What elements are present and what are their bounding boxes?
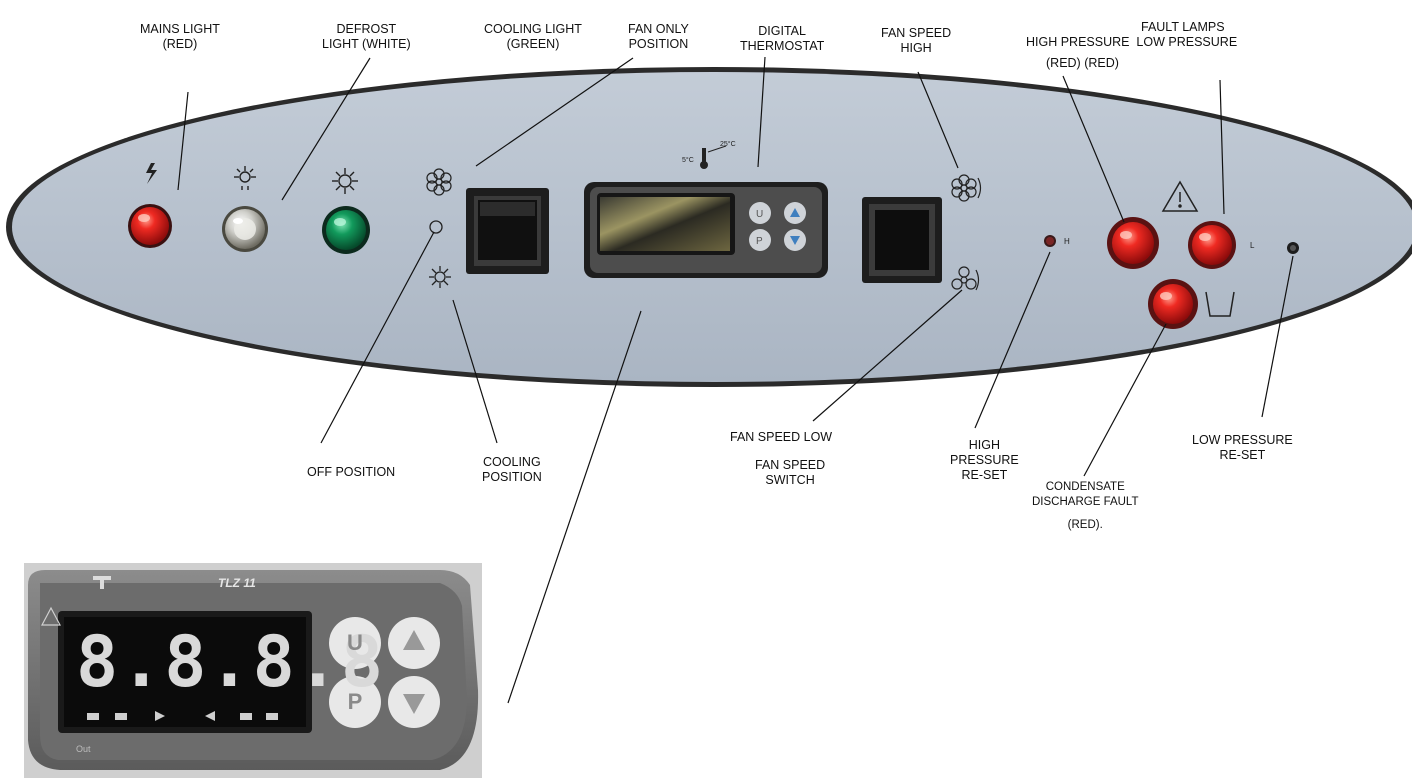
fan-speed-low-label: FAN SPEED LOW: [730, 430, 833, 444]
thermostat-out-label: Out: [76, 744, 91, 754]
high-pressure-reset-button: [1044, 235, 1056, 247]
thermostat-display-digits: 8.8.8.8: [76, 621, 386, 703]
high-pressure-fault-lamp: [1107, 217, 1159, 269]
warning-icon: [1161, 180, 1199, 212]
fan-icon: [426, 168, 452, 196]
cooling-light-lamp: [322, 206, 370, 254]
fan-speed-switch: [862, 197, 942, 283]
cooling-light-label: COOLING LIGHT(GREEN): [484, 22, 582, 51]
condensate-fault-lamp: [1148, 279, 1198, 329]
mode-switch: [466, 188, 549, 274]
digital-thermostat-unit: U P: [584, 182, 828, 278]
cooling-position-icon: [429, 266, 451, 288]
svg-text:25°C: 25°C: [720, 140, 736, 148]
svg-text:U: U: [756, 209, 763, 220]
thermostat-closeup: [24, 563, 482, 778]
off-position-label: OFF POSITION: [307, 465, 396, 479]
mains-light-lamp: [128, 204, 172, 248]
fan-high-icon: [951, 174, 982, 202]
svg-text:L: L: [1250, 241, 1255, 250]
mains-light-label: MAINS LIGHT(RED): [140, 22, 220, 51]
fault-lamps-label: FAULT LAMPS HIGH PRESSURE LOW PRESSURE (…: [1026, 20, 1238, 70]
svg-text:P: P: [756, 236, 763, 247]
defrost-icon: [234, 166, 256, 190]
svg-text:5°C: 5°C: [682, 156, 694, 164]
defrost-light-lamp: [222, 206, 268, 252]
low-pressure-fault-lamp: [1188, 221, 1236, 269]
low-pressure-reset-button: [1287, 242, 1299, 254]
leader-lines: [177, 56, 1294, 704]
condensate-tray-icon: [1205, 291, 1235, 317]
thermostat-u-button[interactable]: U: [347, 630, 363, 655]
thermostat-p-button[interactable]: P: [347, 689, 363, 714]
thermostat-model-label: TLZ 11: [218, 576, 256, 590]
fan-low-icon: [951, 266, 980, 291]
thermometer-icon: 5°C 25°C: [682, 140, 736, 169]
lightning-icon: [146, 163, 157, 184]
svg-text:H: H: [1064, 237, 1070, 246]
snowflake-icon: [332, 168, 358, 194]
off-position-symbol: [429, 220, 443, 234]
